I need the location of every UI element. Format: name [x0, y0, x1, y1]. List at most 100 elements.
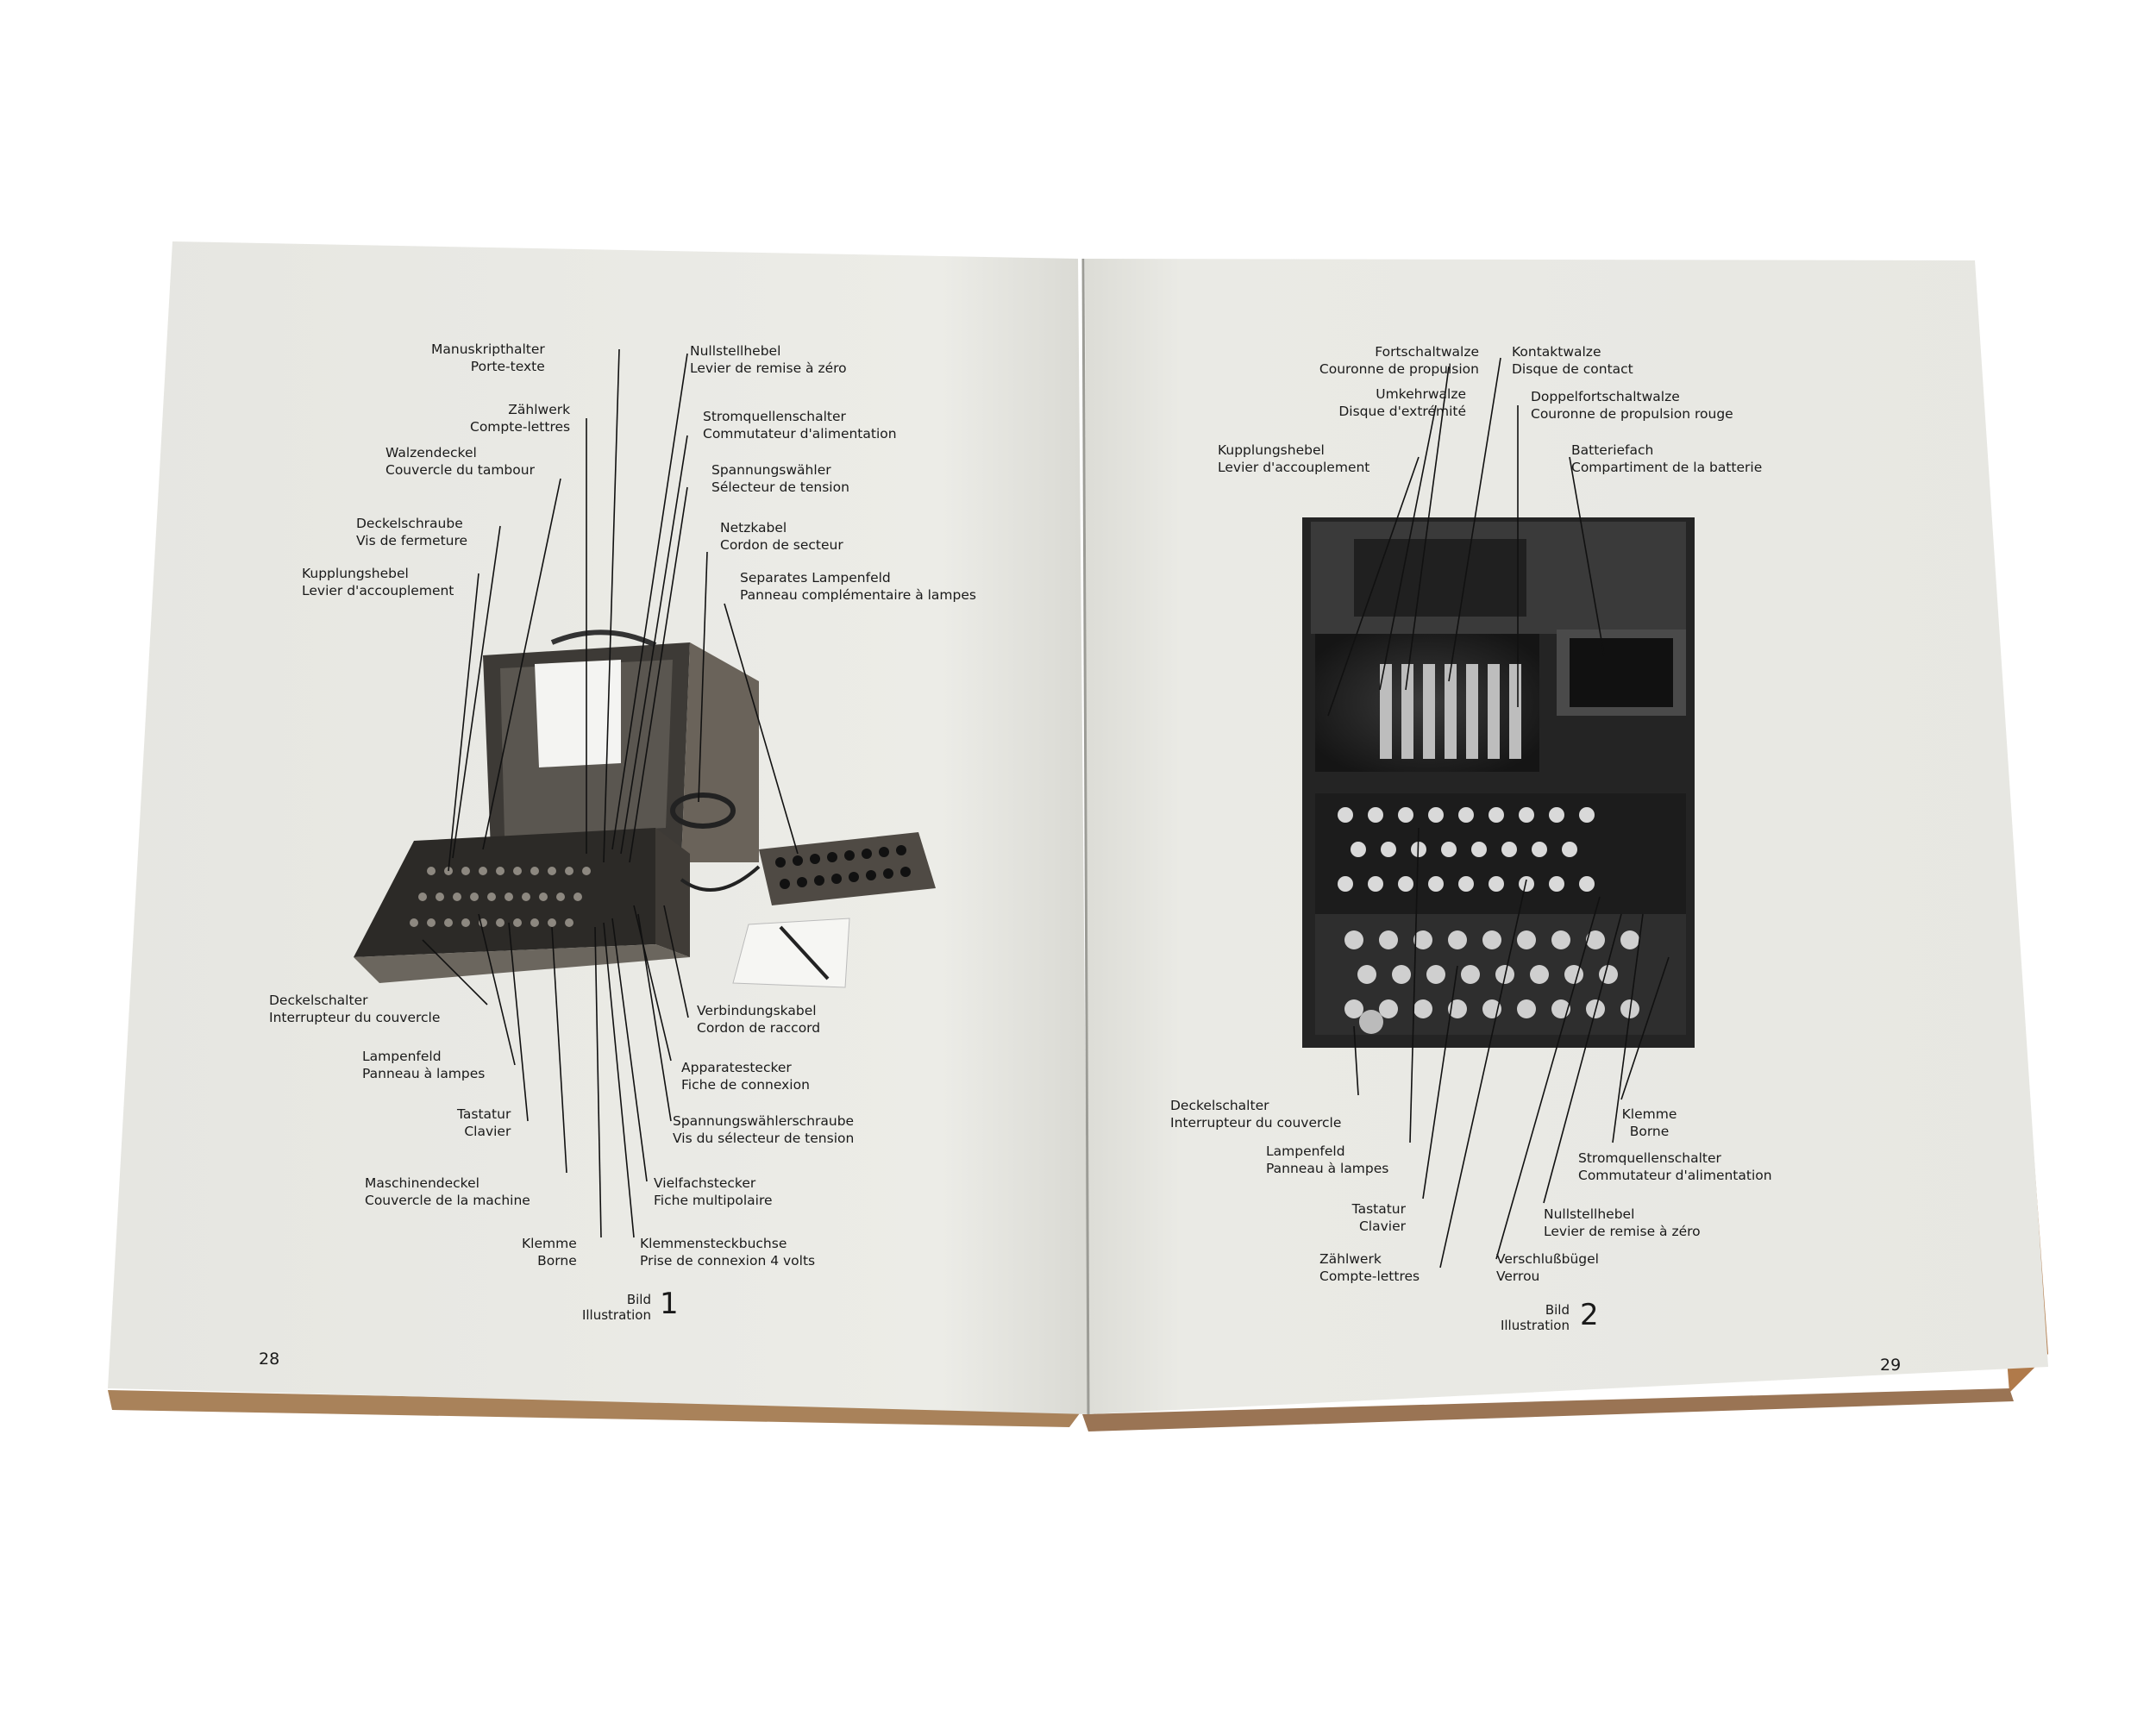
label-de: Maschinendeckel	[365, 1175, 479, 1191]
label-doppelfortschaltwalze: Doppelfortschaltwalze Couronne de propul…	[1531, 388, 1733, 423]
caption-line2: Illustration	[1500, 1318, 1570, 1333]
label-tastatur: Tastatur Clavier	[457, 1106, 511, 1140]
caption-illustration-1: Bild Illustration	[561, 1292, 651, 1323]
label-fr: Fiche multipolaire	[654, 1193, 773, 1208]
caption-illustration-2: Bild Illustration	[1479, 1302, 1570, 1333]
label-batteriefach: Batteriefach Compartiment de la batterie	[1571, 442, 1762, 476]
label-de: Tastatur	[457, 1106, 511, 1122]
caption-line1: Bild	[626, 1292, 651, 1307]
label-de: Doppelfortschaltwalze	[1531, 389, 1680, 404]
label-de: Kupplungshebel	[1218, 442, 1325, 458]
label-fr: Disque d'extrémité	[1338, 404, 1466, 419]
label-lampenfeld: Lampenfeld Panneau à lampes	[362, 1048, 485, 1082]
label-fr: Commutateur d'alimentation	[703, 426, 897, 442]
label-fr: Couvercle de la machine	[365, 1193, 530, 1208]
label-fr: Compte-lettres	[470, 419, 571, 435]
label-kupplungshebel: Kupplungshebel Levier d'accouplement	[302, 565, 454, 599]
label-klemme-2: Klemme Borne	[1621, 1106, 1677, 1140]
label-de: Kontaktwalze	[1512, 344, 1601, 360]
label-de: Vielfachstecker	[654, 1175, 756, 1191]
label-fr: Disque de contact	[1512, 361, 1633, 377]
label-nullstellhebel: Nullstellhebel Levier de remise à zéro	[690, 342, 847, 377]
label-apparatestecker: Apparatestecker Fiche de connexion	[681, 1059, 810, 1093]
label-de: Zählwerk	[1319, 1251, 1382, 1267]
label-stromquellenschalter: Stromquellenschalter Commutateur d'alime…	[703, 408, 897, 442]
label-fr: Levier de remise à zéro	[1544, 1224, 1701, 1239]
label-de: Fortschaltwalze	[1375, 344, 1479, 360]
label-fr: Levier d'accouplement	[302, 583, 454, 598]
label-vielfachstecker: Vielfachstecker Fiche multipolaire	[654, 1175, 773, 1209]
page-number-left: 28	[259, 1350, 280, 1369]
label-zaehlwerk: Zählwerk Compte-lettres	[470, 401, 570, 435]
label-de: Verschlußbügel	[1496, 1251, 1599, 1267]
label-fortschaltwalze: Fortschaltwalze Couronne de propulsion	[1255, 343, 1479, 378]
label-deckelschalter-2: Deckelschalter Interrupteur du couvercle	[1170, 1097, 1341, 1131]
label-verbindungskabel: Verbindungskabel Cordon de raccord	[697, 1002, 820, 1037]
label-fr: Sélecteur de tension	[711, 479, 849, 495]
label-fr: Panneau complémentaire à lampes	[740, 587, 976, 603]
label-de: Apparatestecker	[681, 1060, 792, 1075]
page-number-right: 29	[1880, 1356, 1902, 1375]
label-de: Stromquellenschalter	[1578, 1150, 1721, 1166]
label-tastatur-2: Tastatur Clavier	[1345, 1200, 1406, 1235]
label-fr: Panneau à lampes	[1266, 1161, 1389, 1176]
label-deckelschraube: Deckelschraube Vis de fermeture	[356, 515, 467, 549]
label-de: Stromquellenschalter	[703, 409, 846, 424]
label-fr: Panneau à lampes	[362, 1066, 486, 1081]
label-fr: Couvercle du tambour	[385, 462, 535, 478]
caption-line1: Bild	[1545, 1302, 1570, 1318]
label-maschinendeckel: Maschinendeckel Couvercle de la machine	[365, 1175, 530, 1209]
leader-lines-left	[422, 348, 799, 1238]
label-fr: Vis de fermeture	[356, 533, 468, 548]
label-fr: Fiche de connexion	[681, 1077, 810, 1093]
label-umkehrwalze: Umkehrwalze Disque d'extrémité	[1276, 385, 1466, 420]
caption-line2: Illustration	[581, 1307, 651, 1323]
label-de: Manuskripthalter	[431, 341, 545, 357]
label-de: Klemme	[1621, 1106, 1677, 1122]
label-zaehlwerk-2: Zählwerk Compte-lettres	[1319, 1250, 1420, 1285]
label-de: Lampenfeld	[362, 1049, 442, 1064]
label-stromquellenschalter-2: Stromquellenschalter Commutateur d'alime…	[1578, 1150, 1772, 1184]
label-de: Spannungswähler	[711, 462, 831, 478]
label-de: Klemmensteckbuchse	[640, 1236, 787, 1251]
label-verschlussbuegel: Verschlußbügel Verrou	[1496, 1250, 1599, 1285]
label-fr: Compartiment de la batterie	[1571, 460, 1763, 475]
label-de: Netzkabel	[720, 520, 787, 536]
label-fr: Clavier	[464, 1124, 511, 1139]
leader-lines-right	[1327, 357, 1670, 1269]
label-nullstellhebel-2: Nullstellhebel Levier de remise à zéro	[1544, 1206, 1701, 1240]
label-netzkabel: Netzkabel Cordon de secteur	[720, 519, 843, 554]
label-fr: Borne	[537, 1253, 577, 1269]
enigma-photo-1	[354, 630, 936, 988]
label-de: Umkehrwalze	[1376, 386, 1466, 402]
label-fr: Levier de remise à zéro	[690, 360, 847, 376]
label-de: Deckelschalter	[1170, 1098, 1269, 1113]
label-de: Lampenfeld	[1266, 1143, 1345, 1159]
label-separates-lampenfeld: Separates Lampenfeld Panneau complémenta…	[740, 569, 976, 604]
label-fr: Porte-texte	[470, 359, 545, 374]
label-de: Deckelschalter	[269, 993, 368, 1008]
label-de: Walzendeckel	[385, 445, 477, 460]
label-kontaktwalze: Kontaktwalze Disque de contact	[1512, 343, 1633, 378]
label-fr: Cordon de raccord	[697, 1020, 821, 1036]
label-klemmensteckbuchse: Klemmensteckbuchse Prise de connexion 4 …	[640, 1235, 815, 1269]
label-fr: Couronne de propulsion	[1319, 361, 1479, 377]
label-de: Separates Lampenfeld	[740, 570, 891, 586]
caption-number-2: 2	[1580, 1298, 1599, 1332]
label-fr: Compte-lettres	[1319, 1269, 1420, 1284]
label-fr: Vis du sélecteur de tension	[673, 1131, 855, 1146]
enigma-photo-2	[1302, 517, 1695, 1048]
label-fr: Couronne de propulsion rouge	[1531, 406, 1733, 422]
cover-edge	[108, 1390, 1082, 1427]
label-fr: Interrupteur du couvercle	[1170, 1115, 1342, 1131]
label-fr: Cordon de secteur	[720, 537, 843, 553]
label-fr: Interrupteur du couvercle	[269, 1010, 441, 1025]
label-fr: Commutateur d'alimentation	[1578, 1168, 1772, 1183]
label-fr: Borne	[1629, 1124, 1670, 1139]
label-spannungswaehlerschraube: Spannungswählerschraube Vis du sélecteur…	[673, 1112, 854, 1147]
label-de: Verbindungskabel	[697, 1003, 817, 1018]
label-de: Tastatur	[1351, 1201, 1406, 1217]
label-fr: Prise de connexion 4 volts	[640, 1253, 816, 1269]
